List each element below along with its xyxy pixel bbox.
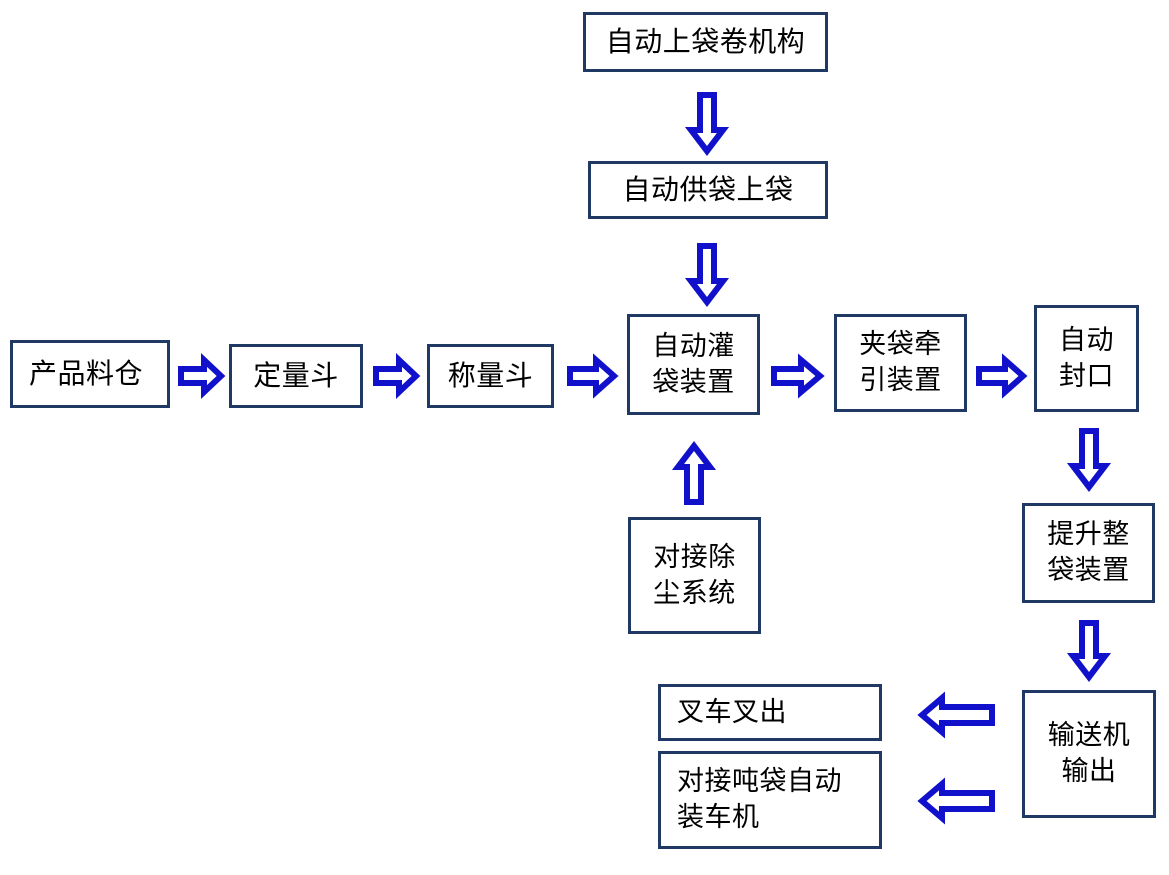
arrow-down-sealing-to-lift [1066, 428, 1112, 492]
arrow-left-conveyor-to-tonbag [917, 777, 995, 825]
node-weighing-hopper[interactable]: 称量斗 [427, 344, 554, 408]
node-forklift-out[interactable]: 叉车叉出 [658, 684, 882, 741]
node-ton-bag-loader[interactable]: 对接吨袋自动 装车机 [658, 751, 882, 849]
arrow-right-clamp-to-sealing [976, 353, 1028, 399]
arrow-up-dust-to-filling [671, 441, 717, 505]
arrow-left-conveyor-to-forklift [917, 691, 995, 739]
node-conveyor-output[interactable]: 输送机 输出 [1022, 690, 1156, 818]
arrow-right-weighing-to-filling [567, 353, 619, 399]
node-auto-bag-feed[interactable]: 自动供袋上袋 [588, 161, 828, 219]
arrow-right-silo-to-dosing [178, 353, 226, 399]
node-auto-sealing[interactable]: 自动 封口 [1034, 305, 1139, 412]
node-auto-filling[interactable]: 自动灌 袋装置 [627, 314, 760, 415]
node-dust-removal[interactable]: 对接除 尘系统 [628, 517, 761, 634]
arrow-down-roll-to-feed [684, 92, 730, 156]
node-bag-lift-shape[interactable]: 提升整 袋装置 [1022, 503, 1155, 603]
arrow-down-lift-to-conveyor [1066, 620, 1112, 682]
arrow-down-feed-to-filling [684, 243, 730, 307]
node-dosing-hopper[interactable]: 定量斗 [229, 344, 363, 408]
arrow-right-filling-to-clamp [771, 353, 825, 399]
node-auto-bag-roll[interactable]: 自动上袋卷机构 [583, 12, 828, 72]
node-product-silo[interactable]: 产品料仓 [10, 340, 170, 408]
node-bag-clamp-pull[interactable]: 夹袋牵 引装置 [834, 314, 967, 412]
arrow-right-dosing-to-weighing [373, 353, 421, 399]
